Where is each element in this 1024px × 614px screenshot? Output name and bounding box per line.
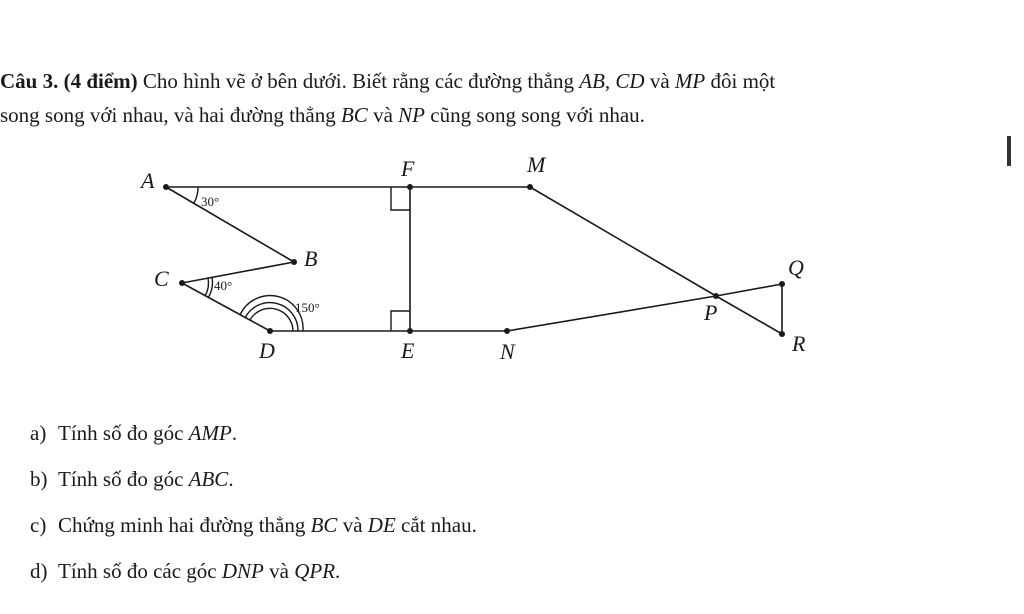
angle-label-A: 30° [201, 194, 219, 209]
problem-statement: Câu 3. (4 điểm) Cho hình vẽ ở bên dưới. … [0, 64, 1000, 132]
problem-line-2: song song với nhau, và hai đường thẳng B… [0, 103, 645, 127]
angle-arc-C-1 [204, 277, 210, 297]
angle-label-D: 150° [295, 300, 320, 315]
label-F: F [400, 156, 415, 181]
angle-arc-D-3 [239, 294, 304, 332]
right-angle-mark-F [390, 187, 410, 211]
angle-label-C: 40° [214, 278, 232, 293]
question-c: c)Chứng minh hai đường thẳng BC và DE cắ… [30, 513, 477, 537]
page-edge-mark [1007, 136, 1011, 166]
question-list: a)Tính số đo góc AMP. b)Tính số đo góc A… [30, 416, 477, 600]
point-R [779, 331, 785, 337]
point-C [179, 280, 185, 286]
line-CD [181, 282, 271, 332]
point-N [504, 328, 510, 334]
point-E [407, 328, 413, 334]
label-E: E [400, 338, 415, 363]
line-NP [506, 295, 717, 332]
angle-arc-C-2 [207, 276, 214, 299]
angle-arc-D-2 [244, 301, 299, 332]
point-M [527, 184, 533, 190]
question-a: a)Tính số đo góc AMP. [30, 421, 238, 445]
question-d: d)Tính số đo các góc DNP và QPR. [30, 559, 341, 583]
label-P: P [703, 300, 717, 325]
label-B: B [304, 246, 317, 271]
point-P [713, 293, 719, 299]
point-A [163, 184, 169, 190]
label-M: M [526, 152, 547, 177]
line-CB [181, 261, 295, 284]
question-b: b)Tính số đo góc ABC. [30, 467, 234, 491]
angle-arc-D-1 [249, 307, 294, 332]
geometry-figure: A B C D E F M N P Q R 30° 40° 150° [139, 152, 806, 364]
line-MP [529, 186, 717, 297]
angle-arc-A [193, 186, 199, 204]
right-angle-mark-E [390, 310, 410, 331]
label-C: C [154, 266, 169, 291]
label-R: R [791, 331, 806, 356]
line-PQ [715, 283, 783, 297]
point-D [267, 328, 273, 334]
line-PR [715, 295, 783, 335]
label-A: A [139, 168, 155, 193]
label-D: D [258, 338, 275, 363]
point-Q [779, 281, 785, 287]
problem-line-1: Câu 3. (4 điểm) Cho hình vẽ ở bên dưới. … [0, 69, 776, 93]
point-B [291, 259, 297, 265]
point-F [407, 184, 413, 190]
label-Q: Q [788, 255, 804, 280]
label-N: N [499, 339, 516, 364]
line-AB [165, 186, 295, 263]
problem-heading: Câu 3. (4 điểm) [0, 69, 138, 93]
